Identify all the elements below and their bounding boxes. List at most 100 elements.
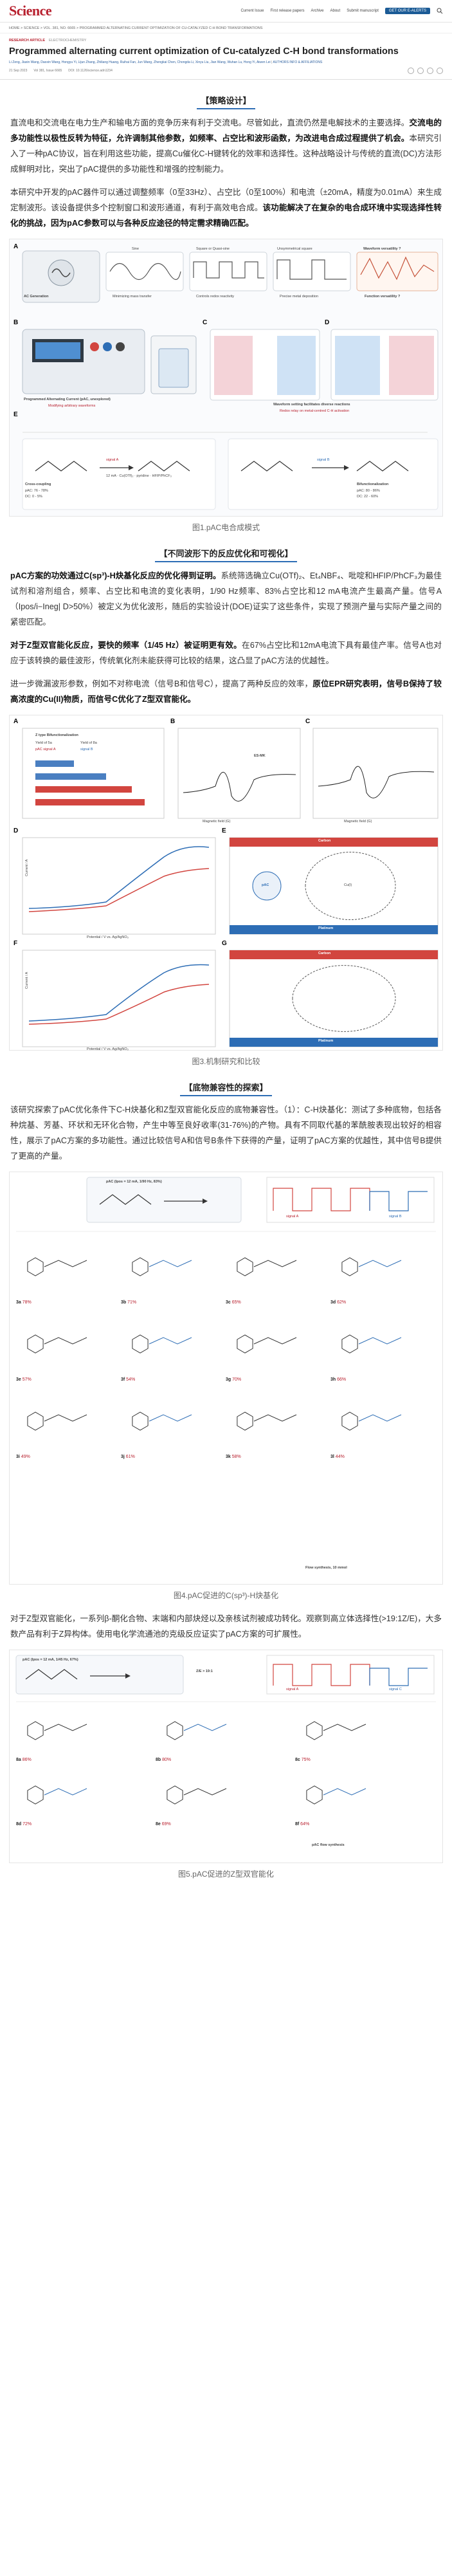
fig5-product-8c: 8c 75%	[295, 1707, 431, 1767]
product-id: 3j	[121, 1455, 126, 1459]
molecule-structure-icon	[27, 1334, 87, 1354]
molecule-structure-icon	[306, 1785, 366, 1805]
fig4-product-3g: 3g 70%	[226, 1314, 327, 1387]
molecule-structure-icon	[132, 1412, 192, 1431]
product-yield: 80%	[162, 1758, 172, 1762]
ealerts-button[interactable]: GET OUR E-ALERTS	[384, 8, 430, 14]
paragraph-alkynylation: pAC方案的功效通过C(sp³)-H炔基化反应的优化得到证明。系统筛选确立Cu(…	[10, 571, 442, 627]
molecule-structure-icon	[167, 1785, 227, 1805]
product-id: 3k	[226, 1455, 232, 1459]
product-yield: 44%	[335, 1455, 345, 1459]
author-list: Li Zeng, Jiaxin Wang, Daoxin Wang, Hongy…	[9, 60, 323, 64]
product-yield: 65%	[231, 1300, 241, 1305]
fig5-product-8d: 8d 72%	[16, 1771, 152, 1832]
product-id: 8b	[156, 1758, 163, 1762]
molecule-structure-icon	[237, 1412, 297, 1431]
product-label: 8f 64%	[295, 1822, 431, 1826]
molecule-structure-icon	[167, 1721, 227, 1740]
molecule-structure-icon	[27, 1785, 87, 1805]
fig3-axis-potential-d: Potential / V vs. Ag/AgNO₃	[87, 935, 129, 939]
fig4-product-3j: 3j 61%	[121, 1391, 222, 1464]
product-yield: 54%	[126, 1377, 136, 1382]
fig3-label-a: A	[14, 718, 18, 725]
molecule-structure-icon	[341, 1412, 402, 1431]
fig4-scale-note: Flow synthesis, 10 mmol	[305, 1566, 347, 1570]
fig3-bars-title: Z type Bifunctionalization	[35, 733, 78, 737]
note-mass-transfer: Minimizing mass transfer	[113, 295, 152, 299]
fig4-product-3f: 3f 54%	[121, 1314, 222, 1387]
product-label: 3i 49%	[16, 1455, 117, 1459]
fig5-product-8b: 8b 80%	[156, 1707, 291, 1767]
bookmark-icon[interactable]	[427, 68, 433, 74]
figure-1-graphic: A B C D	[14, 243, 438, 510]
doi[interactable]: DOI: 10.1126/science.adn1234	[68, 69, 113, 73]
fig3-es-mk: ES-MK	[254, 754, 266, 758]
product-label: 8c 75%	[295, 1758, 431, 1762]
science-logo[interactable]: Science	[9, 3, 52, 19]
download-icon[interactable]	[417, 68, 424, 74]
top-nav: Current Issue First release papers Archi…	[240, 8, 443, 14]
authors-info-link[interactable]: AUTHORS INFO & AFFILIATIONS	[273, 60, 323, 64]
product-id: 8f	[295, 1822, 301, 1826]
fig5-product-8f: 8f 64%	[295, 1771, 431, 1832]
product-id: 8a	[16, 1758, 23, 1762]
product-label: 3a 78%	[16, 1300, 117, 1305]
fig3-legend-signal-b: signal B	[80, 748, 93, 751]
molecule-structure-icon	[27, 1257, 87, 1276]
pub-date: 21 Sep 2023	[9, 69, 28, 73]
fig3-label-d: D	[14, 827, 18, 834]
cite-icon[interactable]	[437, 68, 443, 74]
fig5-gram-note: pAC flow synthesis	[312, 1843, 345, 1847]
molecule-structure-icon	[132, 1257, 192, 1276]
waveform-label-square: Square or Quasi-sine	[196, 247, 230, 251]
fig3-label-b: B	[170, 718, 175, 725]
note-redox: Controls redox reactivity	[196, 295, 234, 299]
nav-archive[interactable]: Archive	[311, 9, 324, 13]
figure-4-graphic	[16, 1177, 436, 1232]
search-icon[interactable]	[437, 8, 443, 14]
fig4-product-3e: 3e 57%	[16, 1314, 117, 1387]
fig4-signal-b: signal B	[389, 1215, 402, 1219]
fig3-label-g: G	[222, 940, 227, 947]
fig3-carbon-g: Carbon	[318, 952, 331, 955]
volume[interactable]: Vol 381, Issue 6665	[33, 69, 62, 73]
paragraph-scope-2: 对于Z型双官能化，一系列β-酮化合物、末端和内部炔烃以及亲核试剂被成功转化。观察…	[10, 1614, 442, 1639]
article-meta: 21 Sep 2023 Vol 381, Issue 6665 DOI: 10.…	[0, 65, 452, 80]
product-label: 3k 58%	[226, 1455, 327, 1459]
bifunc-title: Bifunctionalization	[357, 483, 389, 486]
research-article-badge: RESEARCH ARTICLE	[9, 39, 46, 42]
share-icon[interactable]	[408, 68, 414, 74]
fig3-axis-potential-f: Potential / V vs. Ag/AgNO₃	[87, 1047, 129, 1051]
product-label: 8e 69%	[156, 1822, 291, 1826]
section-heading-optimization: 【不同波形下的反应优化和可视化】	[0, 547, 452, 562]
paragraph-scope-1: 该研究探索了pAC优化条件下C-H炔基化和Z型双官能化反应的底物兼容性。（1）：…	[10, 1105, 442, 1161]
nav-about[interactable]: About	[330, 9, 341, 13]
nav-current-issue[interactable]: Current Issue	[240, 9, 264, 13]
fig3-label-e: E	[222, 827, 226, 834]
waveform-label-unsym: Unsymmetrical square	[277, 247, 312, 251]
fig4-product-grid: 3a 78%3b 71%3c 65%3d 62%3e 57%3f 54%3g 7…	[16, 1237, 436, 1558]
fig4-product-3c: 3c 65%	[226, 1237, 327, 1310]
fig5-header: pAC (Ipos = 12 mA, 1/45 Hz, 67%)	[23, 1658, 78, 1662]
electrochemistry-badge[interactable]: ELECTROCHEMISTRY	[49, 39, 87, 42]
product-yield: 70%	[232, 1377, 242, 1382]
fig3-carbon-e: Carbon	[318, 839, 331, 843]
product-label: 3j 61%	[121, 1455, 222, 1459]
fig5-product-8e: 8e 69%	[156, 1771, 291, 1832]
molecule-structure-icon	[27, 1721, 87, 1740]
fig1-label-a: A	[14, 243, 18, 250]
authors[interactable]: Li Zeng, Jiaxin Wang, Daoxin Wang, Hongy…	[9, 60, 271, 64]
product-label: 3d 62%	[330, 1300, 431, 1305]
fig3-cu-label: Cu(I)	[344, 883, 352, 887]
molecule-structure-icon	[132, 1334, 192, 1354]
nav-submit[interactable]: Submit manuscript	[347, 9, 379, 13]
breadcrumb[interactable]: HOME > SCIENCE > VOL. 381, NO. 6665 > PR…	[0, 23, 452, 33]
molecule-structure-icon	[237, 1257, 297, 1276]
fig1-label-b: B	[14, 319, 18, 326]
fig5-product-8a: 8a 86%	[16, 1707, 152, 1767]
fig4-header: pAC (Ipos = 12 mA, 1/90 Hz, 83%)	[106, 1180, 162, 1184]
nav-first-release[interactable]: First release papers	[270, 9, 305, 13]
fig4-product-3k: 3k 58%	[226, 1391, 327, 1464]
product-id: 3i	[16, 1455, 21, 1459]
bold-highlight: 交流电的多功能性以极性反转为特征，允许调制其他参数，如频率、占空比和波形函数，为…	[10, 118, 442, 143]
